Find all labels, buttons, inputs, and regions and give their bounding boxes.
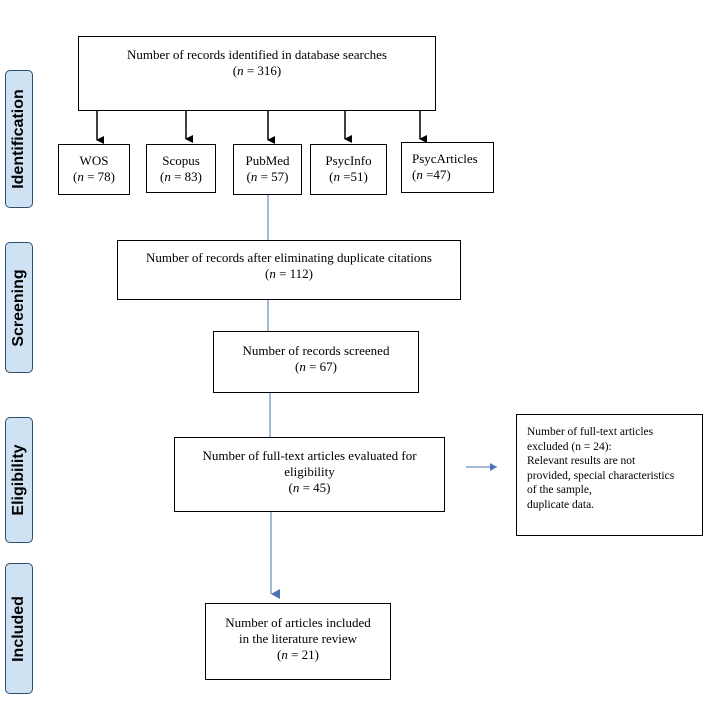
db-box-scopus: Scopus (n = 83) bbox=[146, 144, 216, 193]
excluded-line1: Number of full-text articles bbox=[527, 426, 654, 438]
db-name-scopus: Scopus bbox=[162, 153, 200, 168]
db-box-wos: WOS (n = 78) bbox=[58, 144, 130, 195]
fulltext-title-line1: Number of full-text articles evaluated f… bbox=[202, 448, 417, 463]
excluded-line4: provided, special characteristics bbox=[527, 469, 675, 482]
stage-included: Included bbox=[5, 563, 33, 694]
fulltext-n-value: = 45) bbox=[299, 480, 331, 495]
stage-eligibility: Eligibility bbox=[5, 417, 33, 543]
included-count: (n = 21) bbox=[276, 647, 319, 662]
screened-count: (n = 67) bbox=[294, 359, 337, 374]
deduplicated-title: Number of records after eliminating dupl… bbox=[146, 250, 432, 265]
screened-n-value: = 67) bbox=[305, 359, 337, 374]
db-box-psycinfo: PsycInfo (n =51) bbox=[310, 144, 387, 195]
db-n-label-scopus: n bbox=[164, 169, 171, 184]
deduplicated-n-label: n bbox=[269, 266, 276, 281]
db-n-label-psycinfo: n bbox=[333, 169, 340, 184]
screened-box: Number of records screened (n = 67) bbox=[213, 331, 419, 393]
db-name-wos: WOS bbox=[79, 153, 109, 168]
db-name-psycinfo: PsycInfo bbox=[325, 153, 372, 168]
identified-n-label: n bbox=[237, 63, 244, 78]
included-n-label: n bbox=[281, 647, 288, 662]
included-line1: Number of articles included bbox=[225, 615, 371, 630]
db-n-value-wos: = 78) bbox=[83, 169, 115, 184]
identified-count: (n = 316) bbox=[232, 63, 282, 78]
screened-title: Number of records screened bbox=[242, 343, 390, 358]
identified-title: Number of records identified in database… bbox=[127, 47, 387, 62]
db-n-label-pubmed: n bbox=[250, 169, 258, 184]
excluded-line6: duplicate data. bbox=[527, 498, 595, 511]
fulltext-box: Number of full-text articles evaluated f… bbox=[174, 437, 445, 512]
db-name-pubmed: PubMed bbox=[245, 153, 290, 168]
fulltext-title-line2: eligibility bbox=[284, 464, 335, 479]
excluded-line2: excluded (n = 24): bbox=[527, 440, 612, 453]
fulltext-n-label: n bbox=[292, 480, 300, 495]
excluded-box: Number of full-text articles excluded (n… bbox=[516, 414, 703, 536]
db-n-value-scopus: = 83) bbox=[170, 169, 202, 184]
identified-n-value: = 316) bbox=[243, 63, 282, 78]
db-count-psycarticles: (n =47) bbox=[412, 167, 451, 182]
fulltext-count: (n = 45) bbox=[288, 480, 331, 495]
db-count-pubmed: (n = 57) bbox=[246, 169, 289, 184]
db-n-value-psycinfo: =51) bbox=[339, 169, 368, 184]
db-n-label-wos: n bbox=[77, 169, 84, 184]
included-line2: in the literature review bbox=[238, 631, 358, 646]
stage-screening: Screening bbox=[5, 242, 33, 373]
excluded-line3: Relevant results are not bbox=[527, 455, 636, 467]
deduplicated-n-value: = 112) bbox=[275, 266, 314, 281]
identified-box: Number of records identified in database… bbox=[78, 36, 436, 111]
db-n-value-psycarticles: =47) bbox=[422, 167, 451, 182]
included-n-value: = 21) bbox=[287, 647, 319, 662]
db-count-psycinfo: (n =51) bbox=[329, 169, 368, 184]
db-name-psycarticles: PsycArticles bbox=[412, 151, 478, 166]
db-n-value-pubmed: = 57) bbox=[257, 169, 289, 184]
db-count-scopus: (n = 83) bbox=[159, 169, 202, 184]
deduplicated-box: Number of records after eliminating dupl… bbox=[117, 240, 461, 300]
db-n-label-psycarticles: n bbox=[416, 167, 423, 182]
excluded-line5: of the sample, bbox=[527, 484, 592, 496]
db-box-psycarticles: PsycArticles (n =47) bbox=[401, 142, 494, 193]
stage-identification: Identification bbox=[5, 70, 33, 208]
db-count-wos: (n = 78) bbox=[72, 169, 115, 184]
screened-n-label: n bbox=[299, 359, 306, 374]
included-box: Number of articles included in the liter… bbox=[205, 603, 391, 680]
db-box-pubmed: PubMed (n = 57) bbox=[233, 144, 302, 195]
deduplicated-count: (n = 112) bbox=[264, 266, 314, 281]
